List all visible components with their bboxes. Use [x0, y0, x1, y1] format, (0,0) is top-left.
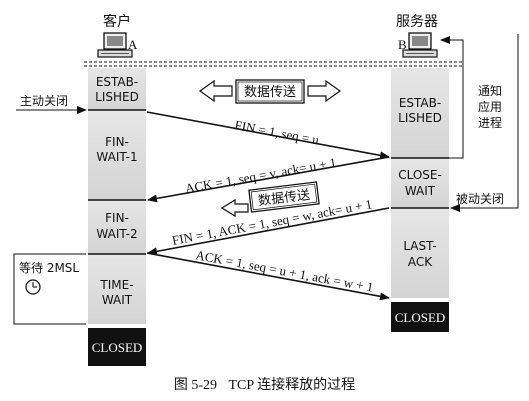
notify-app-arrow	[440, 36, 464, 159]
client-state-box	[88, 68, 146, 110]
message-arrow-final-ack	[146, 252, 390, 301]
figure-number: 图 5-29	[173, 378, 217, 393]
server-closed-box	[391, 302, 449, 332]
message-arrow-fin	[146, 111, 390, 160]
server-state-close-wait-b: WAIT	[405, 184, 436, 198]
clock-icon	[25, 279, 41, 295]
client-state-box	[88, 200, 146, 254]
server-state-close-wait-a: CLOSE-	[398, 168, 442, 182]
figure-caption: 图 5-29 TCP 连接释放的过程	[0, 374, 529, 394]
passive-close-label: 被动关闭	[456, 192, 504, 206]
server-state-established-2: LISHED	[398, 111, 442, 125]
server-state-established-1: ESTAB-	[399, 96, 441, 110]
client-state-time-wait-b: WAIT	[102, 293, 133, 307]
client-state-box	[88, 110, 146, 200]
server-state-box	[391, 208, 449, 298]
client-state-fin-wait-1-b: WAIT-1	[96, 150, 137, 164]
client-state-fin-wait-1-a: FIN-	[105, 135, 129, 149]
server-state-box	[391, 68, 449, 158]
message-arrow-ack	[147, 156, 390, 203]
client-state-established-2: LISHED	[95, 90, 139, 104]
notify-app-label-1: 通知	[478, 84, 502, 98]
notify-app-label-3: 进程	[478, 115, 502, 130]
server-host-label: B	[398, 37, 407, 52]
wait-2msl-bracket	[13, 253, 86, 325]
server-state-last-ack-b: ACK	[408, 255, 433, 269]
computer-icon	[402, 32, 438, 58]
client-host-label: A	[128, 37, 138, 52]
client-closed-box	[88, 328, 146, 366]
data-transfer-bidirectional: 数据传送	[198, 79, 342, 104]
data-transfer-one-way: 数据传送	[220, 181, 320, 218]
client-state-fin-wait-2-a: FIN-	[105, 211, 129, 225]
client-name: 客户	[103, 13, 131, 30]
server-state-box	[391, 158, 449, 208]
server-name: 服务器	[396, 14, 438, 30]
message-arrow-fin-ack	[147, 207, 390, 256]
computer-icon	[97, 32, 133, 58]
client-state-fin-wait-2-b: WAIT-2	[96, 227, 137, 241]
message-label-fin: FIN = 1, seq = u	[233, 117, 320, 147]
wait-2msl-label: 等待 2MSL	[19, 261, 79, 275]
figure-title: TCP 连接释放的过程	[228, 378, 356, 393]
passive-close-arrow	[450, 34, 519, 212]
client-state-closed: CLOSED	[92, 340, 143, 355]
server-state-last-ack-a: LAST-	[403, 239, 436, 253]
client-state-established-1: ESTAB-	[96, 75, 138, 89]
client-state-time-wait-a: TIME-	[99, 278, 133, 292]
server-state-closed: CLOSED	[395, 310, 446, 325]
data-transfer-label: 数据传送	[244, 85, 296, 100]
active-close-label: 主动关闭	[20, 94, 68, 108]
client-state-box	[88, 254, 146, 324]
data-transfer-label-2: 数据传送	[257, 188, 310, 209]
message-label-final-ack: ACK = 1, seq = u + 1, ack = w + 1	[194, 247, 374, 295]
notify-app-label-2: 应用	[478, 99, 502, 114]
